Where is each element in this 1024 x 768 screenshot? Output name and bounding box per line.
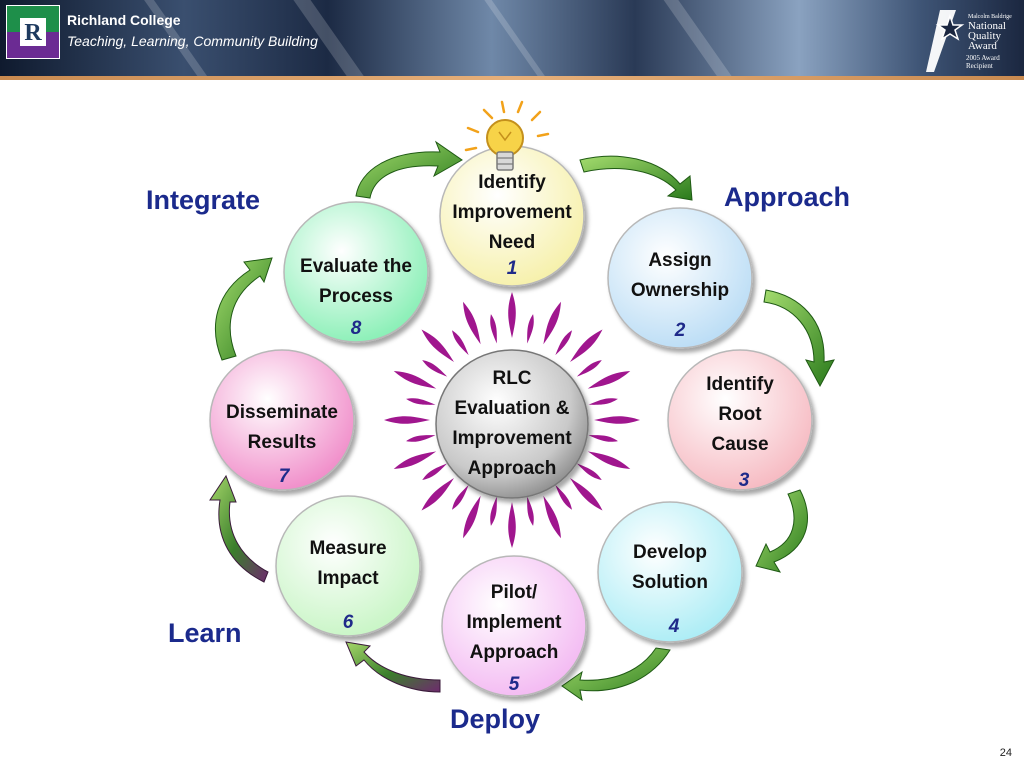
step-label-line: Implement <box>466 612 562 633</box>
step-label-line: Pilot/ <box>490 582 538 603</box>
step-4-label: Develop Solution <box>594 538 746 598</box>
step-label-line: Root <box>718 404 762 425</box>
star-award-icon <box>926 10 965 72</box>
step-4-circle <box>597 501 743 643</box>
arrow-3-to-4 <box>755 489 808 573</box>
arrow-1-to-2 <box>579 155 693 201</box>
step-1-number: 1 <box>506 258 518 279</box>
step-3-circle <box>667 349 813 491</box>
phase-label-integrate: Integrate <box>146 185 261 215</box>
arrow-5-to-6 <box>345 641 441 693</box>
award-year-line: 2005 Award <box>966 54 1000 62</box>
header-divider <box>0 76 1024 80</box>
arrow-2-to-3 <box>763 289 835 388</box>
step-label-line: Process <box>319 286 393 307</box>
step-3-number: 3 <box>738 470 750 491</box>
step-3-label: Identify Root Cause <box>664 370 816 460</box>
award-year: 2005 Award Recipient <box>966 54 1022 70</box>
step-label-line: Impact <box>317 568 379 589</box>
sun-rays <box>384 292 640 548</box>
college-name: Richland College <box>67 12 181 28</box>
phase-label-deploy: Deploy <box>450 704 541 734</box>
step-8-circle <box>283 201 429 343</box>
step-label-line: Assign <box>648 250 712 271</box>
step-label-line: Improvement <box>452 202 572 223</box>
award-text: Malcolm Baldrige National Quality Award <box>968 14 1012 52</box>
step-label-line: Identify <box>478 172 546 193</box>
step-2-number: 2 <box>674 320 686 341</box>
center-circle <box>435 349 589 499</box>
award-line: National <box>968 20 1006 32</box>
center-label-line: Approach <box>467 458 557 479</box>
step-6-circle <box>275 495 421 637</box>
arrow-8-to-1 <box>355 140 463 199</box>
step-5-label: Pilot/ Implement Approach <box>438 578 590 668</box>
step-8-number: 8 <box>350 318 362 339</box>
center-label-line: Evaluation & <box>454 398 570 419</box>
arrow-7-to-8 <box>215 257 273 361</box>
step-7-number: 7 <box>278 466 290 487</box>
cycle-arrows <box>209 140 835 702</box>
step-label-line: Approach <box>469 642 559 663</box>
step-6-label: Measure Impact <box>272 534 424 594</box>
step-4-number: 4 <box>668 616 680 637</box>
arrow-6-to-7 <box>209 474 269 583</box>
step-label-line: Develop <box>633 542 707 563</box>
step-label-line: Results <box>247 432 317 453</box>
center-label-line: Improvement <box>452 428 572 449</box>
award-small-text: Malcolm Baldrige <box>968 14 1012 20</box>
phase-label-learn: Learn <box>168 618 242 648</box>
step-5-number: 5 <box>508 674 520 695</box>
step-1-label: Identify Improvement Need <box>436 168 588 258</box>
page-number: 24 <box>999 747 1012 759</box>
step-6-number: 6 <box>342 612 354 633</box>
step-2-label: Assign Ownership <box>604 246 756 306</box>
step-label-line: Evaluate the <box>300 256 412 277</box>
phase-label-approach: Approach <box>724 182 851 212</box>
step-5-circle <box>441 555 587 697</box>
step-label-line: Disseminate <box>226 402 338 423</box>
step-circles <box>209 145 813 697</box>
step-label-line: Cause <box>711 434 769 455</box>
step-label-line: Measure <box>309 538 387 559</box>
award-line: Quality <box>968 30 1001 42</box>
header-banner <box>0 0 1024 76</box>
step-2-circle <box>607 207 753 349</box>
college-logo: R <box>6 5 60 59</box>
step-label-line: Need <box>488 232 536 253</box>
step-label-line: Identify <box>706 374 774 395</box>
lightbulb-icon <box>464 100 550 171</box>
step-7-label: Disseminate Results <box>206 398 358 458</box>
center-label: RLC Evaluation & Improvement Approach <box>432 364 592 484</box>
award-year-line: Recipient <box>966 62 993 70</box>
arrow-4-to-5 <box>561 647 671 702</box>
college-tagline: Teaching, Learning, Community Building <box>67 33 318 49</box>
step-8-label: Evaluate the Process <box>280 252 432 312</box>
step-label-line: Ownership <box>630 280 730 301</box>
step-label-line: Solution <box>632 572 708 593</box>
step-7-circle <box>209 349 355 491</box>
logo-letter: R <box>24 20 42 46</box>
center-label-line: RLC <box>492 368 532 389</box>
award-line: Award <box>968 40 997 52</box>
